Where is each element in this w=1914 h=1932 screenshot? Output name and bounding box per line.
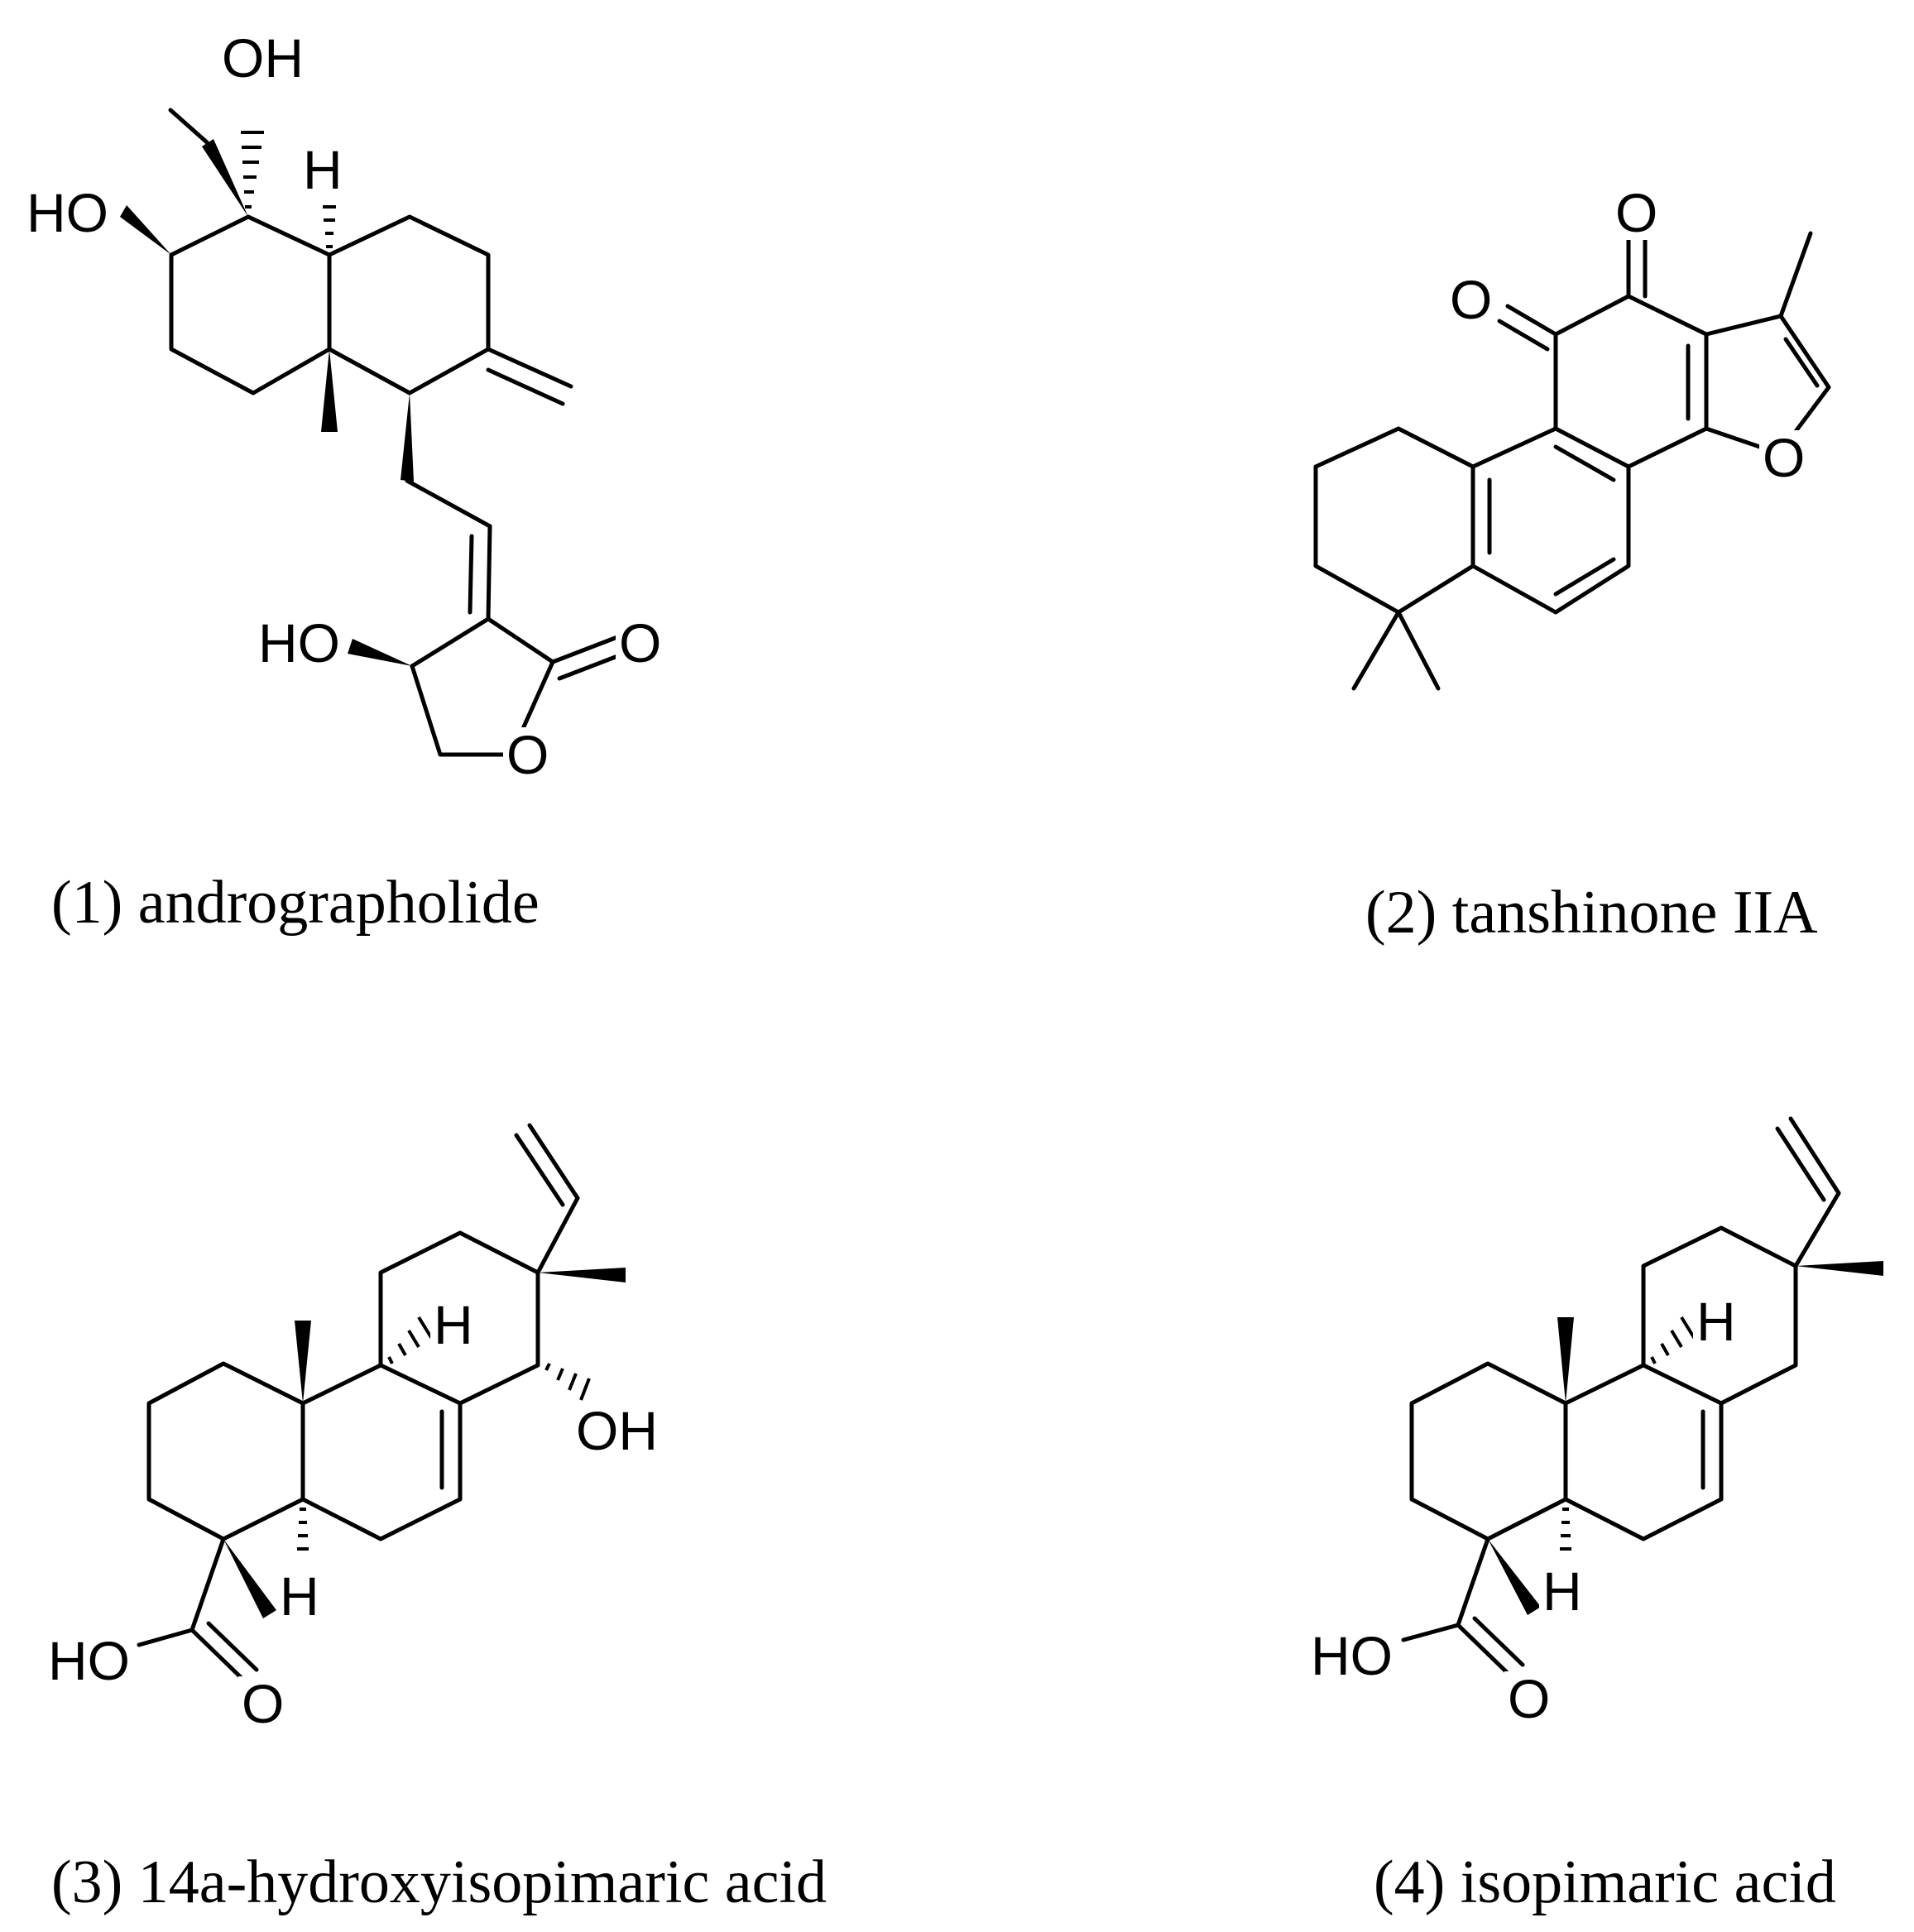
hashed-h-1 [323, 205, 336, 248]
atom-label-oh: OH [576, 1400, 658, 1461]
hashed-h-4-upper [1650, 1316, 1696, 1364]
atom-label-o: O [1763, 427, 1805, 488]
atom-label-o: O [1450, 269, 1492, 330]
caption-tanshinone-iia: (2) tanshinone IIA [1365, 879, 1818, 947]
atom-label-ho: HO [48, 1630, 130, 1691]
atom-label-oh: OH [222, 27, 304, 89]
atom-label-ho: HO [258, 612, 340, 674]
atom-label-h: H [434, 1294, 473, 1355]
structure-isopimaric-acid: H H HO O [1307, 1116, 1883, 1729]
structure-tanshinone-iia: O O O [1313, 182, 1831, 691]
hashed-h-3-lower [297, 1508, 309, 1551]
hashed-h-4-lower [1560, 1508, 1571, 1551]
atom-label-o: O [619, 612, 661, 674]
hashed-methyl-1 [241, 131, 264, 209]
structure-andrographolide: OH HO H HO O O [23, 27, 665, 785]
atom-label-ho: HO [26, 182, 108, 243]
hashed-h-3-upper [387, 1316, 434, 1364]
atom-label-h: H [1696, 1291, 1736, 1352]
atom-label-h: H [303, 139, 343, 200]
atom-label-o: O [1508, 1668, 1550, 1729]
hashed-oh-3 [544, 1363, 591, 1401]
atom-label-o: O [1615, 182, 1657, 243]
caption-14a-hydroxyisopimaric-acid: (3) 14a-hydroxyisopimaric acid [51, 1848, 827, 1916]
atom-label-o: O [506, 724, 549, 785]
atom-label-h: H [280, 1565, 319, 1627]
atom-label-o: O [242, 1673, 284, 1734]
caption-isopimaric-acid: (4) isopimaric acid [1374, 1848, 1836, 1916]
atom-label-h: H [1542, 1560, 1582, 1622]
structure-14a-hydroxyisopimaric-acid: H OH H HO O [45, 1123, 661, 1734]
atom-label-ho: HO [1311, 1625, 1393, 1686]
caption-andrographolide: (1) andrographolide [51, 869, 540, 937]
